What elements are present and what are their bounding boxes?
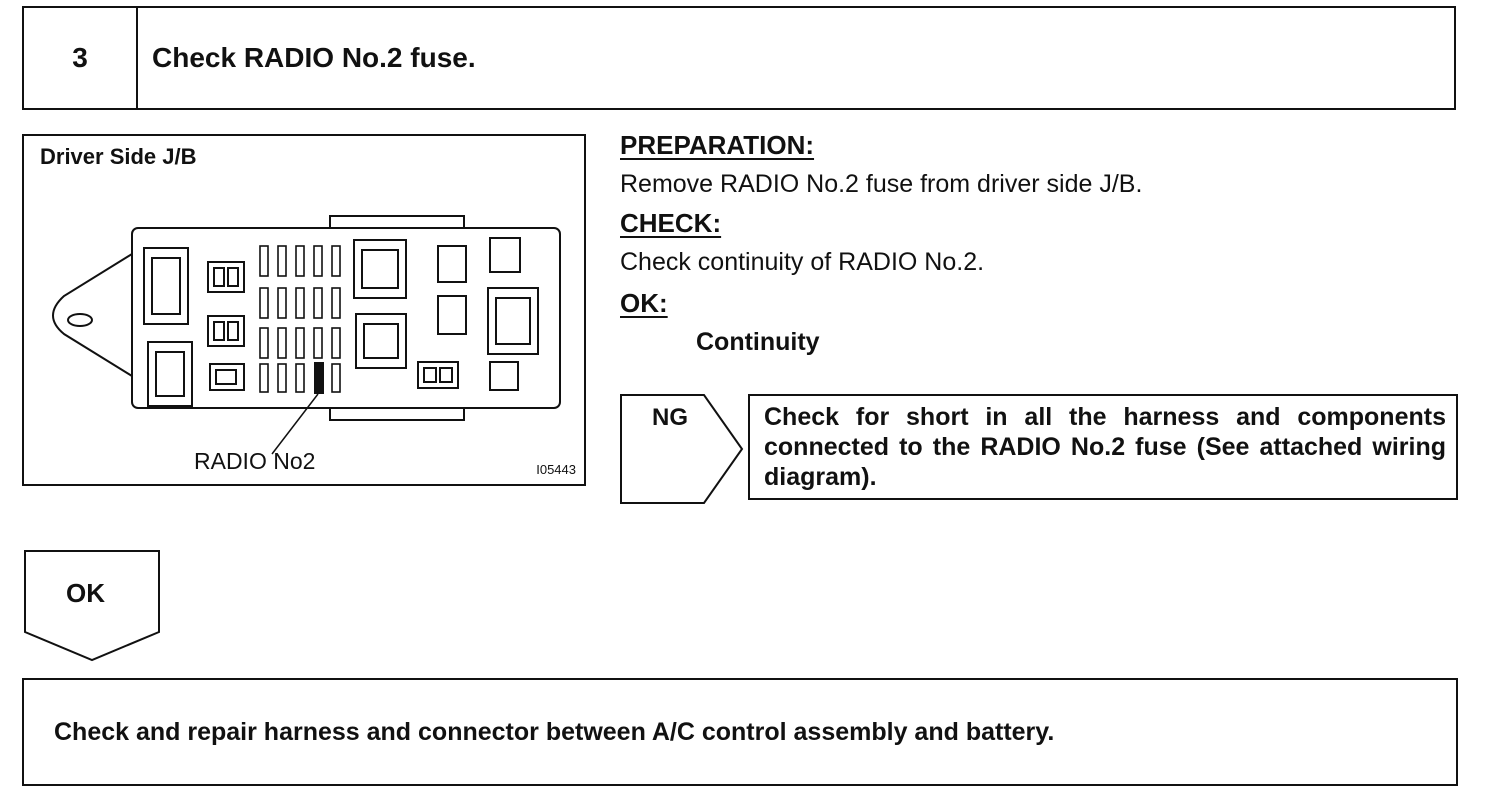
fuse-callout-label: RADIO No2 [194, 448, 316, 474]
figure-code: I05443 [536, 462, 576, 477]
preparation-heading: PREPARATION: [620, 130, 815, 160]
figure-caption: Driver Side J/B [40, 144, 197, 169]
step-number: 3 [24, 8, 138, 108]
step-title: Check RADIO No.2 fuse. [152, 42, 476, 73]
ok-action-box: Check and repair harness and connector b… [22, 678, 1458, 786]
radio-no2-fuse [314, 362, 324, 394]
junction-block-diagram [52, 215, 561, 455]
ok-branch-tag: OK [24, 550, 160, 662]
ng-branch-tag: NG [620, 394, 744, 504]
ok-heading: OK: [620, 288, 668, 318]
preparation-text: Remove RADIO No.2 fuse from driver side … [620, 170, 1143, 198]
ok-tag-label: OK [66, 578, 105, 608]
ng-label: NG [652, 404, 688, 431]
check-text: Check continuity of RADIO No.2. [620, 248, 985, 276]
ng-arrow-shape [620, 394, 744, 504]
ng-action-box: Check for short in all the harness and c… [748, 394, 1458, 500]
junction-block-figure: Driver Side J/B RADIO No2 I05443 [22, 134, 586, 486]
step-header: 3 Check RADIO No.2 fuse. [22, 6, 1456, 110]
ok-arrow-shape [24, 550, 160, 662]
ok-value: Continuity [696, 328, 820, 356]
check-heading: CHECK: [620, 208, 722, 238]
